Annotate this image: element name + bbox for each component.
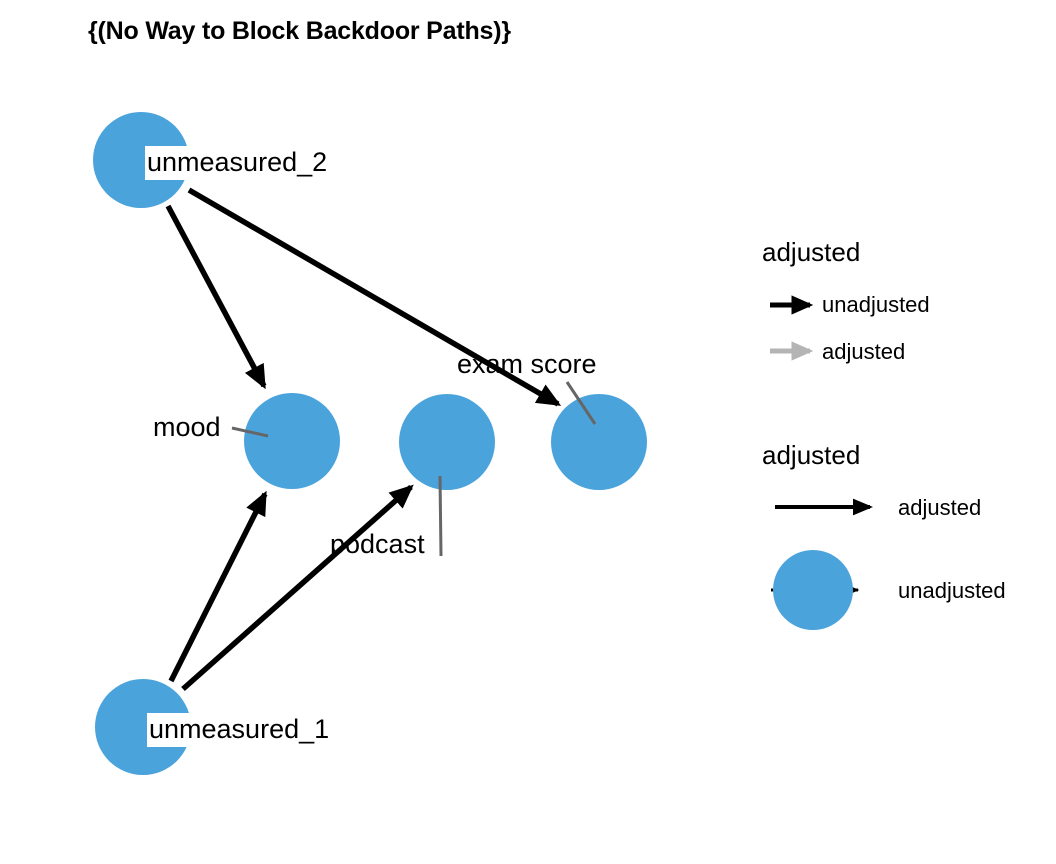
node-unmeasured_1[interactable] (95, 679, 191, 775)
nodes-layer (93, 112, 647, 775)
edge-status-legend-item-label-unadjusted[interactable]: unadjusted (822, 292, 930, 317)
node-status-legend-title: adjusted (762, 440, 861, 470)
legend-glyphs-layer (770, 295, 873, 630)
node-status-legend-item-label-adjusted[interactable]: adjusted (898, 495, 982, 520)
node-label-unmeasured_1: unmeasured_1 (147, 713, 332, 747)
node-label-mood: mood (153, 412, 221, 442)
edges-layer (165, 187, 562, 692)
node-exam_score[interactable] (551, 394, 647, 490)
edge-unmeasured_1-to-podcast (181, 484, 414, 692)
edge-unmeasured_2-to-mood (165, 204, 267, 390)
edge-status-legend-title: adjusted (762, 237, 861, 267)
leader-line-podcast (438, 475, 443, 557)
node-label-unmeasured_2: unmeasured_2 (145, 146, 330, 180)
leader-line-exam_score (565, 381, 597, 425)
node-unmeasured_2[interactable] (93, 112, 189, 208)
node-podcast[interactable] (399, 394, 495, 490)
node-status-legend-item-label-unadjusted[interactable]: unadjusted (898, 578, 1006, 603)
leader-lines-layer (231, 381, 597, 557)
node-status-legend-swatch-node-unadjusted (773, 550, 853, 630)
page-title: {(No Way to Block Backdoor Paths)} (88, 17, 511, 45)
node-label-podcast: podcast (330, 529, 425, 559)
leader-line-mood (231, 426, 269, 438)
edge-status-legend-item-label-adjusted[interactable]: adjusted (822, 339, 906, 364)
node-mood[interactable] (244, 393, 340, 489)
edge-unmeasured_1-to-mood (168, 490, 268, 683)
node-label-exam_score: exam score (457, 349, 597, 379)
edge-unmeasured_2-to-exam_score (187, 187, 562, 407)
